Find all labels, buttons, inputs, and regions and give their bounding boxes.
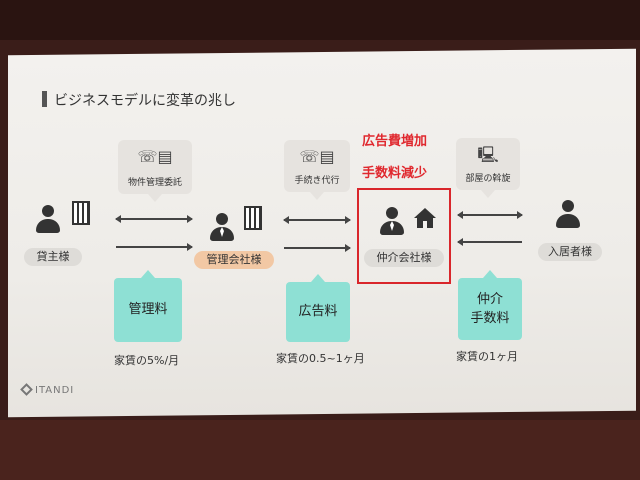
owner-label: 貸主様 [24, 248, 82, 266]
ad-cost-increase-text: 広告費増加 [362, 134, 428, 149]
room-floor [0, 420, 640, 480]
advertising-fee-label: 広告料 [298, 304, 338, 319]
itandi-logo: ITANDI [20, 383, 75, 396]
phone-fax-icon: ☏▤ [299, 147, 335, 166]
computer-icon: 🖳 [477, 145, 499, 164]
brokerage-company-label: 仲介会社様 [364, 249, 444, 267]
management-rate-note: 家賃の5%/月 [114, 354, 180, 367]
house-icon [414, 208, 436, 228]
phone-fax-icon: ☏▤ [137, 147, 173, 166]
tenant-person-icon [556, 200, 580, 228]
brokerage-fee-label-line1: 仲介 [476, 292, 503, 307]
advertising-fee-box: 広告料 [286, 274, 350, 342]
slide-title: ビジネスモデルに変革の兆し [54, 93, 236, 109]
brokerage-fee-box: 仲介 手数料 [458, 270, 522, 340]
brokerage-fee-label-line2: 手数料 [470, 311, 510, 326]
room-ceiling [0, 0, 640, 40]
management-fee-box: 管理料 [114, 270, 182, 342]
procedure-agency-bubble: ☏▤ 手続き代行 [284, 140, 350, 200]
tenant-label: 入居者様 [538, 243, 602, 261]
logo-mark-icon [20, 383, 33, 396]
management-brokerage-double-arrow [283, 216, 351, 224]
management-fee-label: 管理料 [128, 302, 168, 317]
tenant-brokerage-arrow [457, 238, 522, 246]
owner-management-arrow [116, 243, 193, 251]
brokerage-rate-note: 家賃の1ヶ月 [456, 350, 518, 363]
brokerage-tenant-double-arrow [457, 211, 523, 219]
management-brokerage-arrow [284, 244, 351, 252]
advertising-rate-note: 家賃の0.5~1ヶ月 [276, 352, 365, 365]
owner-building-icon [72, 201, 90, 225]
brokerage-person-icon [380, 207, 404, 235]
brokerage-highlight-box [357, 188, 451, 284]
owner-person-icon [36, 205, 60, 233]
procedure-agency-caption: 手続き代行 [294, 176, 340, 186]
owner-management-double-arrow [115, 215, 193, 223]
room-brokerage-bubble: 🖳 部屋の斡旋 [456, 138, 520, 198]
fee-decrease-text: 手数料減少 [362, 166, 428, 181]
management-company-label: 管理会社様 [194, 251, 274, 269]
title-accent-bar [42, 91, 47, 107]
logo-text: ITANDI [35, 385, 75, 396]
management-person-icon [210, 213, 234, 241]
property-management-caption: 物件管理委託 [127, 178, 182, 188]
management-building-icon [244, 206, 262, 230]
property-management-bubble: ☏▤ 物件管理委託 [118, 140, 192, 202]
room-brokerage-caption: 部屋の斡旋 [465, 174, 511, 184]
